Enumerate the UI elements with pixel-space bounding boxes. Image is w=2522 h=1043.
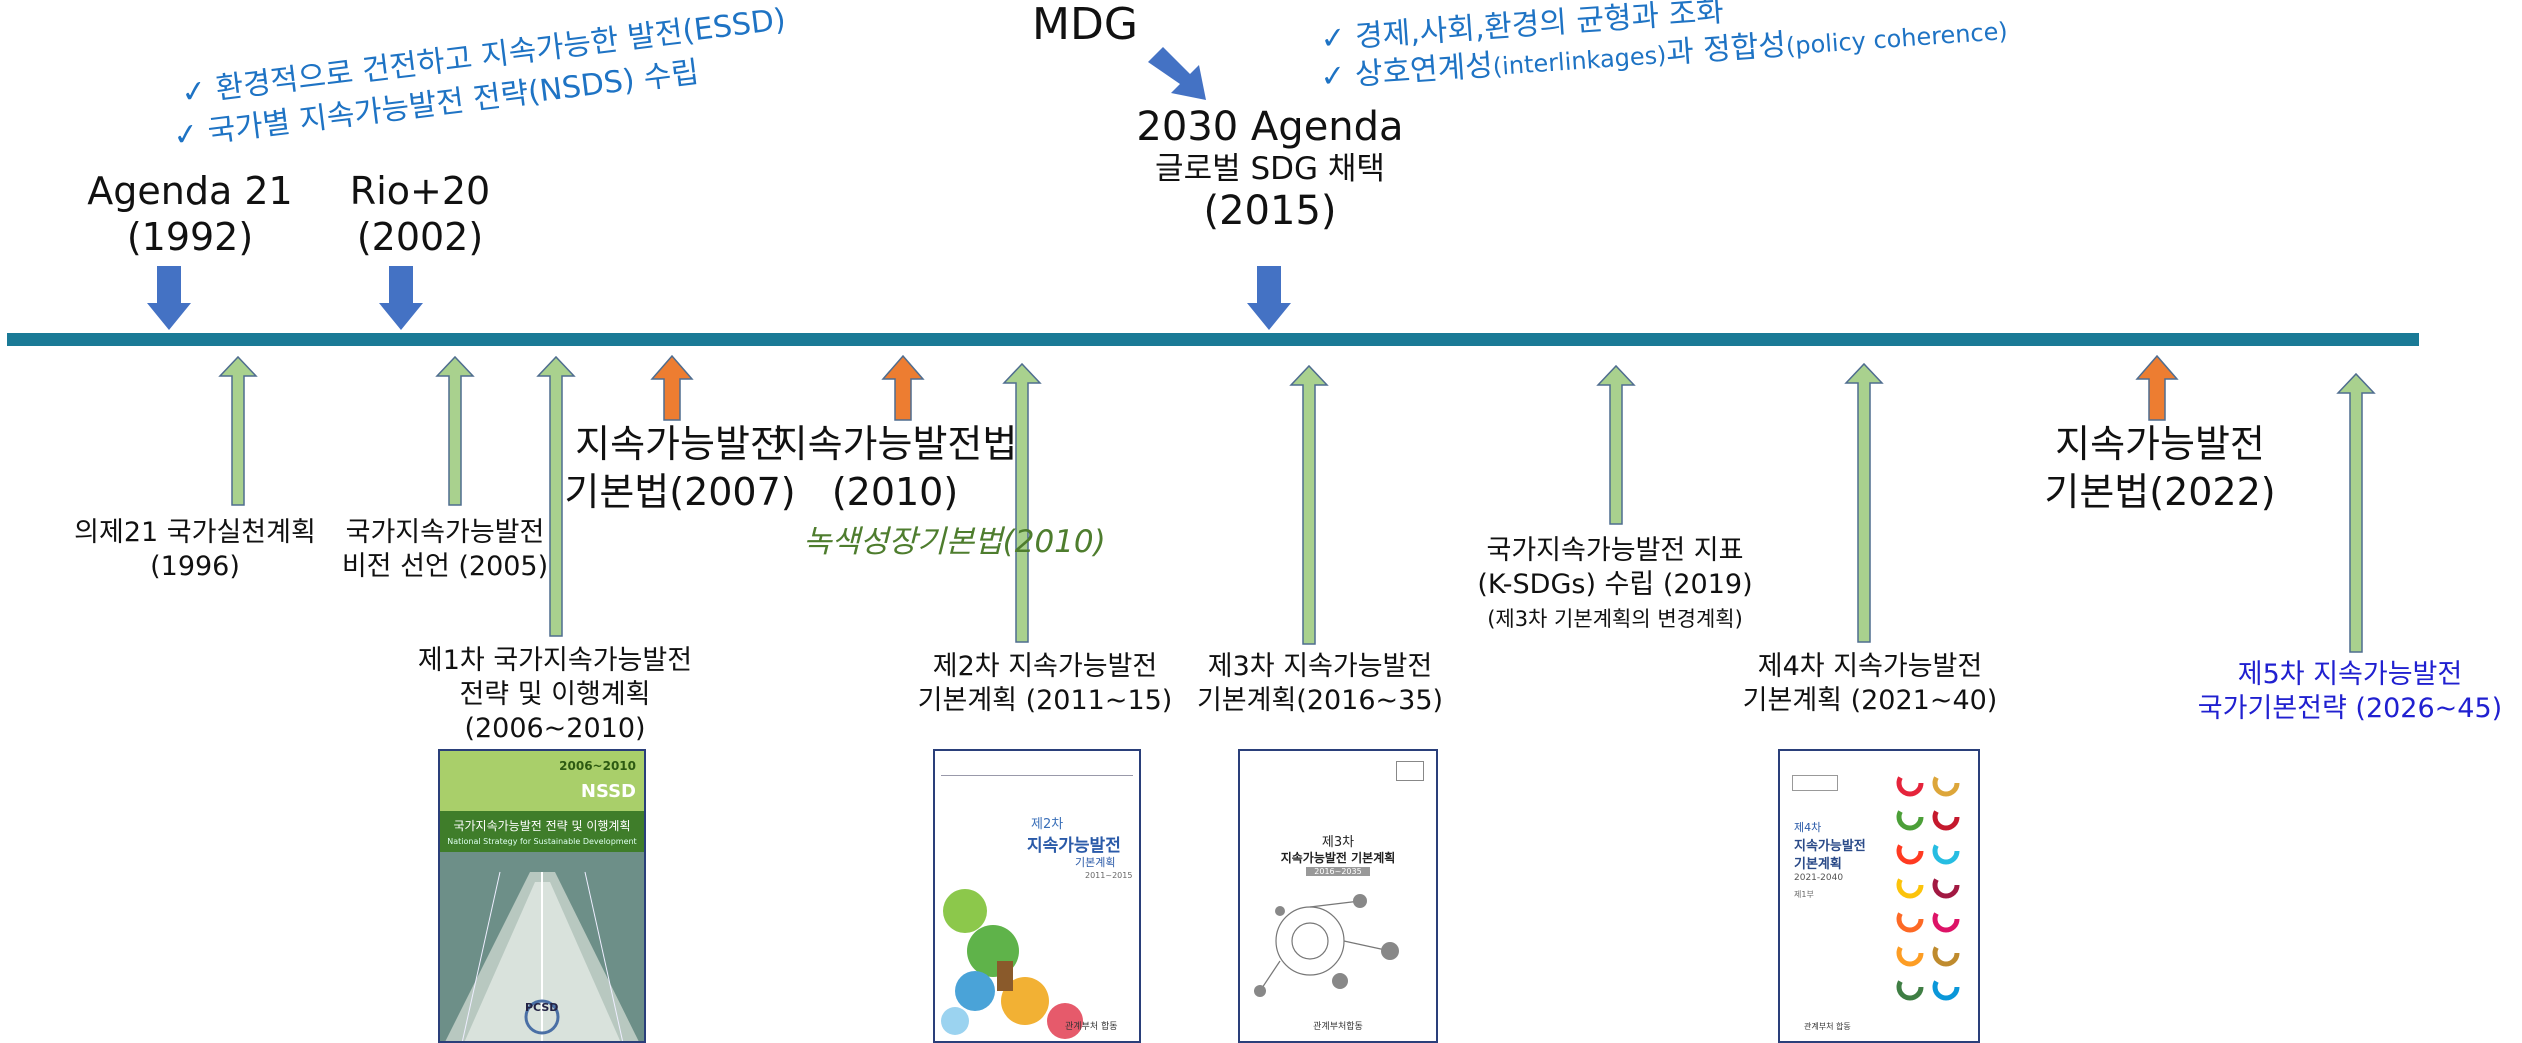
down-arrow-2030 bbox=[1247, 266, 1291, 330]
event-2030-agenda: 2030 Agenda 글로벌 SDG 채택 (2015) bbox=[1110, 104, 1430, 234]
event-agenda21-year: (1992) bbox=[126, 215, 254, 259]
up-arrow-law2022 bbox=[2135, 354, 2179, 421]
doc-4th-title2: 기본계획 bbox=[1794, 857, 1842, 872]
doc-cover-nsds: 2006~2010 NSSD 국가지속가능발전 전략 및 이행계획 Nation… bbox=[438, 749, 646, 1043]
plan-2nd-line2: 기본계획 (2011~15) bbox=[917, 685, 1173, 716]
plan-4th-line2: 기본계획 (2021~40) bbox=[1742, 685, 1998, 716]
up-arrow-law2007 bbox=[650, 354, 694, 421]
doc-3rd-logo bbox=[1396, 761, 1424, 781]
plan-3rd-line1: 제3차 지속가능발전 bbox=[1207, 651, 1433, 682]
plan-3rd-line2: 기본계획(2016~35) bbox=[1196, 685, 1444, 716]
doc-nsds-title-band: 국가지속가능발전 전략 및 이행계획 National Strategy for… bbox=[440, 811, 644, 852]
doc-3rd-years: 2016~2035 bbox=[1306, 867, 1370, 876]
doc-2nd-footer: 관계부처 합동 bbox=[1065, 1022, 1118, 1032]
plan-ksdgs-line1: 국가지속가능발전 지표 bbox=[1486, 535, 1744, 566]
plan-1st-line3: (2006~2010) bbox=[464, 713, 646, 744]
law-green-growth: 녹색성장기본법(2010) bbox=[803, 524, 1106, 560]
plan-2005: 국가지속가능발전 비전 선언 (2005) bbox=[325, 516, 565, 584]
doc-2nd-illustration bbox=[941, 889, 1083, 1039]
event-mdg: MDG bbox=[1032, 0, 1138, 50]
down-arrow-agenda21 bbox=[147, 266, 191, 330]
event-2030-year: (2015) bbox=[1203, 188, 1337, 234]
doc-2nd-title-small: 제2차 bbox=[1031, 817, 1064, 832]
doc-2nd-years: 2011~2015 bbox=[1085, 871, 1133, 880]
doc-3rd-title: 지속가능발전 기본계획 bbox=[1280, 851, 1396, 865]
plan-3rd: 제3차 지속가능발전 기본계획(2016~35) bbox=[1185, 650, 1455, 718]
doc-4th-vol: 제1부 bbox=[1794, 890, 1814, 899]
doc-nsds-title: 국가지속가능발전 전략 및 이행계획 bbox=[453, 819, 631, 833]
law-2010-line1: 지속가능발전법 bbox=[772, 422, 1018, 466]
law-2007: 지속가능발전 기본법(2007) bbox=[560, 420, 800, 516]
doc-4th-years: 2021-2040 bbox=[1794, 873, 1844, 883]
plan-1st: 제1차 국가지속가능발전 전략 및 이행계획 (2006~2010) bbox=[405, 644, 705, 746]
note-right-line2-sub1: (interlinkages) bbox=[1491, 40, 1668, 81]
law-2007-line2: 기본법(2007) bbox=[564, 470, 796, 514]
doc-4th-title: 지속가능발전 bbox=[1794, 839, 1866, 854]
down-arrow-rio20 bbox=[379, 266, 423, 330]
doc-3rd-title-small: 제3차 bbox=[1321, 835, 1355, 850]
plan-1996-line1: 의제21 국가실천계획 bbox=[74, 517, 316, 548]
doc-3rd-illustration bbox=[1254, 894, 1399, 997]
plan-1st-line1: 제1차 국가지속가능발전 bbox=[417, 645, 693, 676]
doc-nsds-badge: NSSD bbox=[580, 781, 636, 802]
mdg-arrow bbox=[1148, 47, 1206, 100]
event-2030-sub: 글로벌 SDG 채택 bbox=[1155, 151, 1385, 187]
law-2010: 지속가능발전법 (2010) bbox=[770, 420, 1020, 516]
note-right-line2-mid: 과 정합성 bbox=[1665, 27, 1788, 71]
up-arrow-2005 bbox=[435, 355, 475, 506]
doc-cover-4th: 제4차 지속가능발전 기본계획 2021-2040 제1부 관계부처 합동 bbox=[1778, 749, 1980, 1043]
doc-2nd-header bbox=[941, 757, 1133, 776]
timeline-bar bbox=[7, 333, 2419, 346]
doc-4th-rings bbox=[1896, 769, 1960, 1001]
doc-3rd-footer: 관계부처합동 bbox=[1313, 1022, 1363, 1032]
doc-nsds-years: 2006~2010 bbox=[559, 759, 636, 773]
doc-nsds-top: 2006~2010 NSSD bbox=[440, 751, 644, 811]
plan-4th-line1: 제4차 지속가능발전 bbox=[1757, 651, 1983, 682]
law-2022-line2: 기본법(2022) bbox=[2044, 470, 2276, 514]
plan-ksdgs: 국가지속가능발전 지표 (K-SDGs) 수립 (2019) (제3차 기본계획… bbox=[1445, 534, 1785, 636]
plan-2nd: 제2차 지속가능발전 기본계획 (2011~15) bbox=[905, 650, 1185, 718]
up-arrow-ksdgs bbox=[1596, 364, 1636, 525]
up-arrow-1st-plan bbox=[536, 355, 576, 637]
plan-4th: 제4차 지속가능발전 기본계획 (2021~40) bbox=[1725, 650, 2015, 718]
plan-2005-line1: 국가지속가능발전 bbox=[345, 517, 545, 548]
doc-4th-title-small: 제4차 bbox=[1794, 821, 1822, 834]
plan-1996: 의제21 국가실천계획 (1996) bbox=[60, 516, 330, 584]
plan-ksdgs-line2: (K-SDGs) 수립 (2019) bbox=[1477, 569, 1753, 600]
doc-cover-3rd: 제3차 지속가능발전 기본계획 2016~2035 관계부처합동 bbox=[1238, 749, 1438, 1043]
doc-nsds-logo: PCSD bbox=[525, 1001, 559, 1014]
doc-2nd-title: 지속가능발전 bbox=[1027, 836, 1121, 856]
plan-ksdgs-line3: (제3차 기본계획의 변경계획) bbox=[1487, 607, 1743, 631]
doc-2nd-title2: 기본계획 bbox=[1075, 856, 1116, 869]
event-rio20: Rio+20 (2002) bbox=[320, 168, 520, 260]
doc-4th-header bbox=[1792, 775, 1838, 791]
plan-1996-line2: (1996) bbox=[150, 551, 240, 582]
doc-cover-2nd: 제2차 지속가능발전 기본계획 2011~2015 관계부처 합동 bbox=[933, 749, 1141, 1043]
up-arrow-3rd-plan bbox=[1289, 364, 1329, 645]
up-arrow-law2010 bbox=[881, 354, 925, 421]
plan-5th-line2: 국가기본전략 (2026~45) bbox=[2197, 693, 2503, 724]
plan-2nd-line1: 제2차 지속가능발전 bbox=[932, 651, 1158, 682]
event-2030-name: 2030 Agenda bbox=[1136, 104, 1404, 150]
up-arrow-5th-plan bbox=[2336, 372, 2376, 653]
law-2022: 지속가능발전 기본법(2022) bbox=[2030, 420, 2290, 516]
plan-1st-line2: 전략 및 이행계획 bbox=[459, 679, 651, 710]
plan-5th: 제5차 지속가능발전 국가기본전략 (2026~45) bbox=[2180, 658, 2520, 726]
plan-5th-line1: 제5차 지속가능발전 bbox=[2237, 659, 2463, 690]
law-2022-line1: 지속가능발전 bbox=[2055, 422, 2265, 466]
up-arrow-1996 bbox=[218, 355, 258, 506]
up-arrow-2nd-plan bbox=[1002, 362, 1042, 643]
plan-2005-line2: 비전 선언 (2005) bbox=[341, 551, 549, 582]
up-arrow-4th-plan bbox=[1844, 362, 1884, 643]
event-agenda21-name: Agenda 21 bbox=[87, 169, 293, 213]
event-rio20-name: Rio+20 bbox=[349, 169, 491, 213]
doc-nsds-photo bbox=[440, 852, 644, 1041]
event-agenda21: Agenda 21 (1992) bbox=[60, 168, 320, 260]
doc-nsds-subtitle: National Strategy for Sustainable Develo… bbox=[447, 837, 637, 846]
law-2007-line1: 지속가능발전 bbox=[575, 422, 785, 466]
law-2010-line2: (2010) bbox=[831, 470, 959, 514]
event-rio20-year: (2002) bbox=[356, 215, 484, 259]
